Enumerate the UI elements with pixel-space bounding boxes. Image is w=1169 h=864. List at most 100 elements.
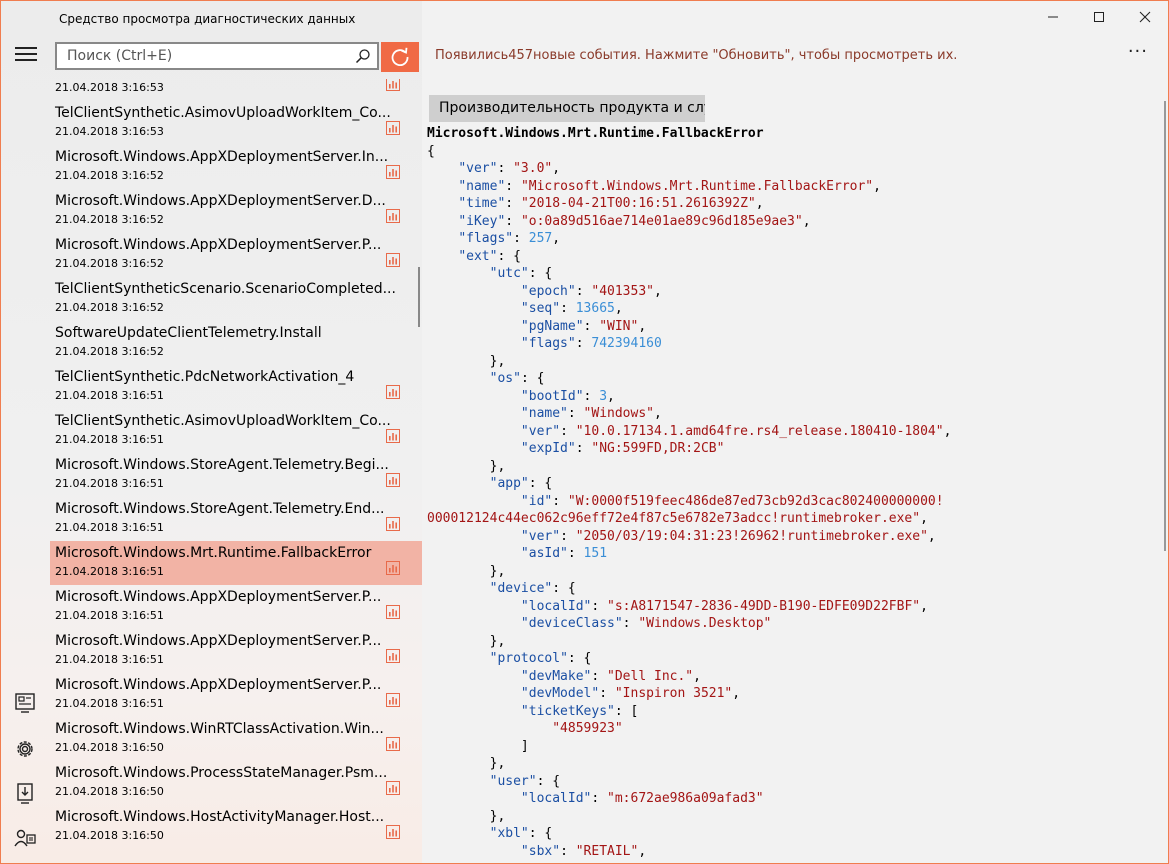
- product-performance-icon: [386, 473, 400, 487]
- main-pane: Появились457новые события. Нажмите "Обно…: [422, 1, 1168, 863]
- json-line: "4859923": [552, 721, 623, 736]
- product-performance-icon: [386, 385, 400, 399]
- json-line: "ticketKeys": [: [520, 703, 639, 719]
- event-name: Microsoft.Windows.AppXDeploymentServer.P…: [55, 237, 382, 253]
- event-list-item[interactable]: Microsoft.Windows.AppXDeploymentServer.P…: [50, 673, 422, 717]
- json-line: "localId": "m:672ae986a09afad3": [520, 791, 764, 806]
- search-icon[interactable]: [355, 48, 371, 64]
- event-list-item[interactable]: TelClientSyntheticScenario.ScenarioCompl…: [50, 277, 422, 321]
- event-timestamp: 21.04.2018 3:16:50: [55, 785, 164, 798]
- json-line: },: [427, 353, 506, 369]
- product-performance-icon: [386, 209, 400, 223]
- event-list-item[interactable]: Microsoft.Windows.AppXDeploymentServer.P…: [50, 629, 422, 673]
- json-line: "iKey": "o:0a89d516ae714e01ae89c96d185e9…: [458, 213, 811, 229]
- product-performance-icon: [386, 429, 400, 443]
- settings-gear-icon[interactable]: [13, 737, 37, 761]
- event-list-item[interactable]: Microsoft.Windows.AppXDeploymentServer.I…: [50, 145, 422, 189]
- event-list-item[interactable]: Microsoft.Windows.ProcessStateManager.Ps…: [50, 761, 422, 805]
- hamburger-menu-icon[interactable]: [15, 47, 37, 63]
- product-performance-icon: [386, 781, 400, 795]
- left-pane: Средство просмотра диагностических данны…: [1, 1, 422, 863]
- event-list-item[interactable]: 21.04.2018 3:16:53: [50, 79, 422, 101]
- json-line: "bootId": 3,: [520, 388, 615, 404]
- json-line: },: [427, 808, 506, 824]
- event-timestamp: 21.04.2018 3:16:51: [55, 565, 164, 578]
- event-list-item[interactable]: SoftwareUpdateClientTelemetry.Install 21.…: [50, 321, 422, 365]
- minimize-icon: [1048, 16, 1058, 18]
- event-list-item[interactable]: TelClientSynthetic.AsimovUploadWorkItem_…: [50, 409, 422, 453]
- product-performance-icon: [386, 253, 400, 267]
- event-name: Microsoft.Windows.AppXDeploymentServer.D…: [55, 193, 386, 209]
- event-list-item[interactable]: Microsoft.Windows.StoreAgent.Telemetry.E…: [50, 497, 422, 541]
- json-line: },: [427, 563, 506, 579]
- event-list-item[interactable]: Microsoft.Windows.AppXDeploymentServer.P…: [50, 585, 422, 629]
- json-line: "protocol": {: [489, 651, 592, 666]
- json-line: "name": "Windows",: [520, 406, 662, 421]
- detail-scrollbar[interactable]: [1164, 101, 1166, 551]
- json-line: "sbx": "RETAIL",: [520, 843, 647, 859]
- event-name: Microsoft.Windows.Mrt.Runtime.FallbackEr…: [55, 545, 372, 561]
- json-line: "ver": "2050/03/19:04:31:23!26962!runtim…: [520, 528, 936, 544]
- json-line: "expId": "NG:599FD,DR:2CB": [520, 441, 725, 456]
- json-line: "asId": 151: [520, 546, 608, 561]
- event-list-item[interactable]: Microsoft.Windows.WinRTClassActivation.W…: [50, 717, 422, 761]
- event-timestamp: 21.04.2018 3:16:51: [55, 653, 164, 666]
- event-name: Microsoft.Windows.HostActivityManager.Ho…: [55, 809, 385, 825]
- product-performance-icon: [386, 649, 400, 663]
- feedback-people-icon[interactable]: [13, 827, 37, 851]
- new-events-banner: Появились457новые события. Нажмите "Обно…: [435, 48, 958, 63]
- event-timestamp: 21.04.2018 3:16:51: [55, 389, 164, 402]
- close-icon: [1139, 11, 1151, 23]
- maximize-button[interactable]: [1076, 1, 1122, 33]
- more-options-icon[interactable]: ···: [1127, 41, 1148, 62]
- json-line: "time": "2018-04-21T00:16:51.2616392Z",: [458, 196, 764, 211]
- search-box[interactable]: [55, 42, 379, 70]
- json-line: "device": {: [489, 581, 576, 596]
- json-line: "ver": "10.0.17134.1.amd64fre.rs4_releas…: [520, 423, 952, 439]
- product-performance-icon: [386, 561, 400, 575]
- diagnostic-data-icon[interactable]: [13, 691, 37, 715]
- product-performance-icon: [386, 165, 400, 179]
- json-line: "localId": "s:A8171547-2836-49DD-B190-ED…: [520, 598, 928, 614]
- event-list-scrollbar[interactable]: [418, 267, 420, 327]
- minimize-button[interactable]: [1030, 1, 1076, 33]
- event-list-item[interactable]: TelClientSynthetic.PdcNetworkActivation_…: [50, 365, 422, 409]
- json-line: },: [427, 633, 506, 649]
- event-name: TelClientSyntheticScenario.ScenarioCompl…: [55, 281, 396, 297]
- event-name: Microsoft.Windows.ProcessStateManager.Ps…: [55, 765, 388, 781]
- product-performance-icon: [386, 605, 400, 619]
- event-name: TelClientSynthetic.AsimovUploadWorkItem_…: [55, 105, 391, 121]
- product-performance-icon: [386, 79, 400, 91]
- refresh-icon: [391, 47, 409, 66]
- event-json-body: { "ver": "3.0", "name": "Microsoft.Windo…: [427, 143, 1162, 861]
- event-json-view: Microsoft.Windows.Mrt.Runtime.FallbackEr…: [427, 125, 1162, 863]
- event-list-item[interactable]: Microsoft.Windows.AppXDeploymentServer.P…: [50, 233, 422, 277]
- event-list-item[interactable]: Microsoft.Windows.AppXDeploymentServer.D…: [50, 189, 422, 233]
- json-line: "id": "W:0000f519feec486de87ed73cb92d3ca…: [520, 493, 944, 509]
- export-save-icon[interactable]: [13, 781, 37, 805]
- event-timestamp: 21.04.2018 3:16:52: [55, 169, 164, 182]
- refresh-button[interactable]: [381, 42, 419, 72]
- json-line: },: [427, 756, 506, 771]
- category-chip[interactable]: Производительность продукта и слу›: [429, 95, 705, 122]
- json-line: "user": {: [489, 773, 561, 789]
- event-list-item[interactable]: Microsoft.Windows.Mrt.Runtime.FallbackEr…: [50, 541, 422, 585]
- search-input[interactable]: [57, 44, 347, 68]
- event-list-item[interactable]: Microsoft.Windows.StoreAgent.Telemetry.B…: [50, 453, 422, 497]
- close-button[interactable]: [1122, 1, 1168, 33]
- event-timestamp: 21.04.2018 3:16:51: [55, 697, 164, 710]
- json-line: "utc": {: [489, 266, 553, 281]
- json-line: "pgName": "WIN",: [520, 318, 647, 334]
- event-detail-title: Microsoft.Windows.Mrt.Runtime.FallbackEr…: [427, 126, 764, 141]
- event-list-item[interactable]: Microsoft.Windows.HostActivityManager.Ho…: [50, 805, 422, 849]
- event-timestamp: 21.04.2018 3:16:52: [55, 213, 164, 226]
- event-name: SoftwareUpdateClientTelemetry.Install: [55, 325, 322, 341]
- json-line: "ext": {: [458, 248, 521, 264]
- event-timestamp: 21.04.2018 3:16:52: [55, 345, 164, 358]
- event-timestamp: 21.04.2018 3:16:51: [55, 609, 164, 622]
- json-line: "app": {: [489, 476, 553, 491]
- event-name: Microsoft.Windows.WinRTClassActivation.W…: [55, 721, 384, 737]
- event-list-item[interactable]: TelClientSynthetic.AsimovUploadWorkItem_…: [50, 101, 422, 145]
- event-timestamp: 21.04.2018 3:16:51: [55, 521, 164, 534]
